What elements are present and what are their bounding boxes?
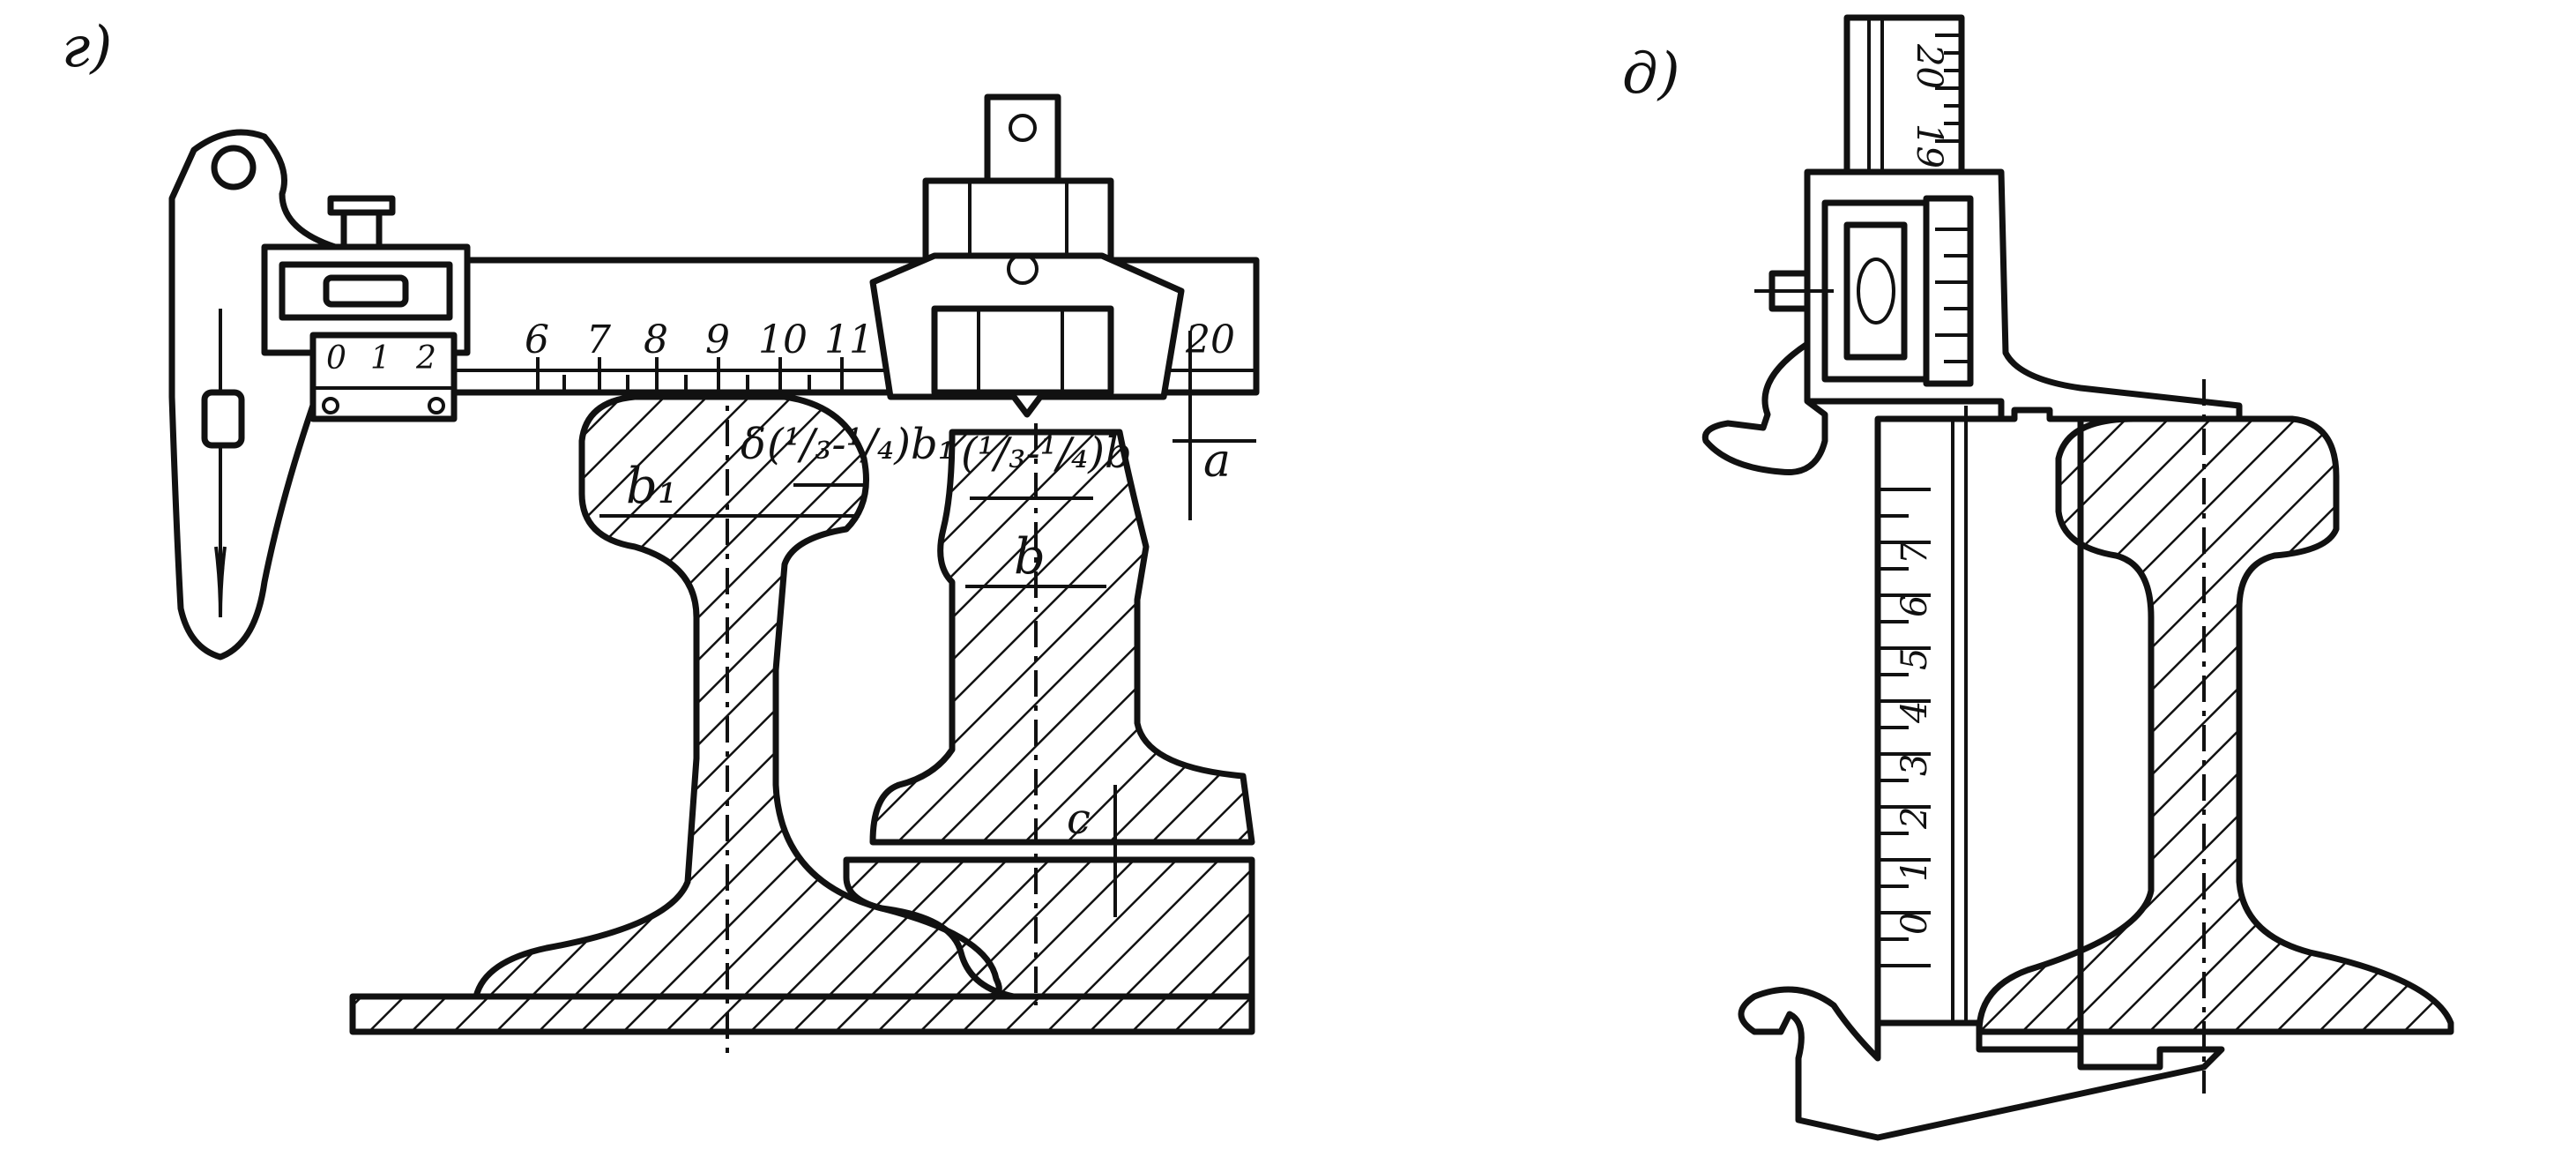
- vertical-scale-label: 3: [1895, 754, 1935, 776]
- label-fraction1: (¹/₃-¹/₄)b₁: [767, 420, 955, 469]
- vertical-scale-label: 6: [1895, 595, 1935, 617]
- rail-profile-new: [869, 429, 1255, 846]
- rail-profile-right: [1976, 415, 2454, 1035]
- label-delta: δ: [741, 420, 766, 469]
- right-vertical-labels: 0 1 2 3 4 5 6 7: [1895, 541, 1935, 935]
- template-nut: [922, 177, 1114, 268]
- top-scale-label: 19: [1909, 123, 1949, 168]
- main-scale-labels: 6 7 8 9 10 11 20: [525, 317, 1235, 362]
- rail-profile-main: [473, 393, 1002, 1000]
- main-scale-label: 6: [525, 317, 549, 362]
- label-fraction2: (¹/₃-¹/₄)b: [961, 429, 1132, 478]
- vertical-scale-label: 4: [1895, 701, 1935, 724]
- main-scale-label: 10: [758, 317, 808, 362]
- label-c: c: [1067, 795, 1091, 844]
- right-vernier-ticks: [1935, 228, 1970, 363]
- top-hook: [1701, 340, 1828, 476]
- panel-label-right: д): [1622, 41, 1680, 107]
- vernier-scale-label: 1: [370, 340, 391, 377]
- vernier-scale-labels: 0 1 2: [326, 340, 436, 377]
- vertical-scale-label: 7: [1895, 541, 1935, 564]
- base-plate: [349, 993, 1255, 1035]
- vernier-scale-label: 0: [326, 340, 346, 377]
- main-scale-label: 8: [644, 317, 668, 362]
- jaw-clamp: [201, 389, 245, 449]
- main-scale-label: 7: [586, 317, 611, 362]
- main-scale-label: 9: [705, 317, 730, 362]
- vernier-scale-label: 2: [415, 340, 436, 377]
- left-panel: 6 7 8 9 10 11 20 0 1 2: [168, 93, 1260, 1054]
- vertical-scale-label: 2: [1895, 807, 1935, 830]
- right-panel: 20 19: [1701, 14, 2454, 1141]
- label-a: a: [1203, 435, 1231, 488]
- right-vertical-ticks: [1878, 488, 1931, 967]
- vertical-scale-label: 1: [1895, 860, 1935, 882]
- main-scale-label: 11: [824, 317, 874, 362]
- top-scale-ticks: [1935, 34, 1962, 143]
- main-scale-label: 20: [1185, 317, 1235, 362]
- label-b: b: [1014, 528, 1046, 586]
- panel-label-left: г): [62, 15, 112, 80]
- vertical-scale-label: 5: [1895, 648, 1935, 670]
- vertical-scale-label: 0: [1895, 913, 1935, 935]
- jaw-hole: [211, 145, 257, 190]
- label-b1: b₁: [626, 458, 677, 515]
- top-scale-label: 20: [1909, 43, 1949, 89]
- bottom-hook: [1738, 975, 2225, 1141]
